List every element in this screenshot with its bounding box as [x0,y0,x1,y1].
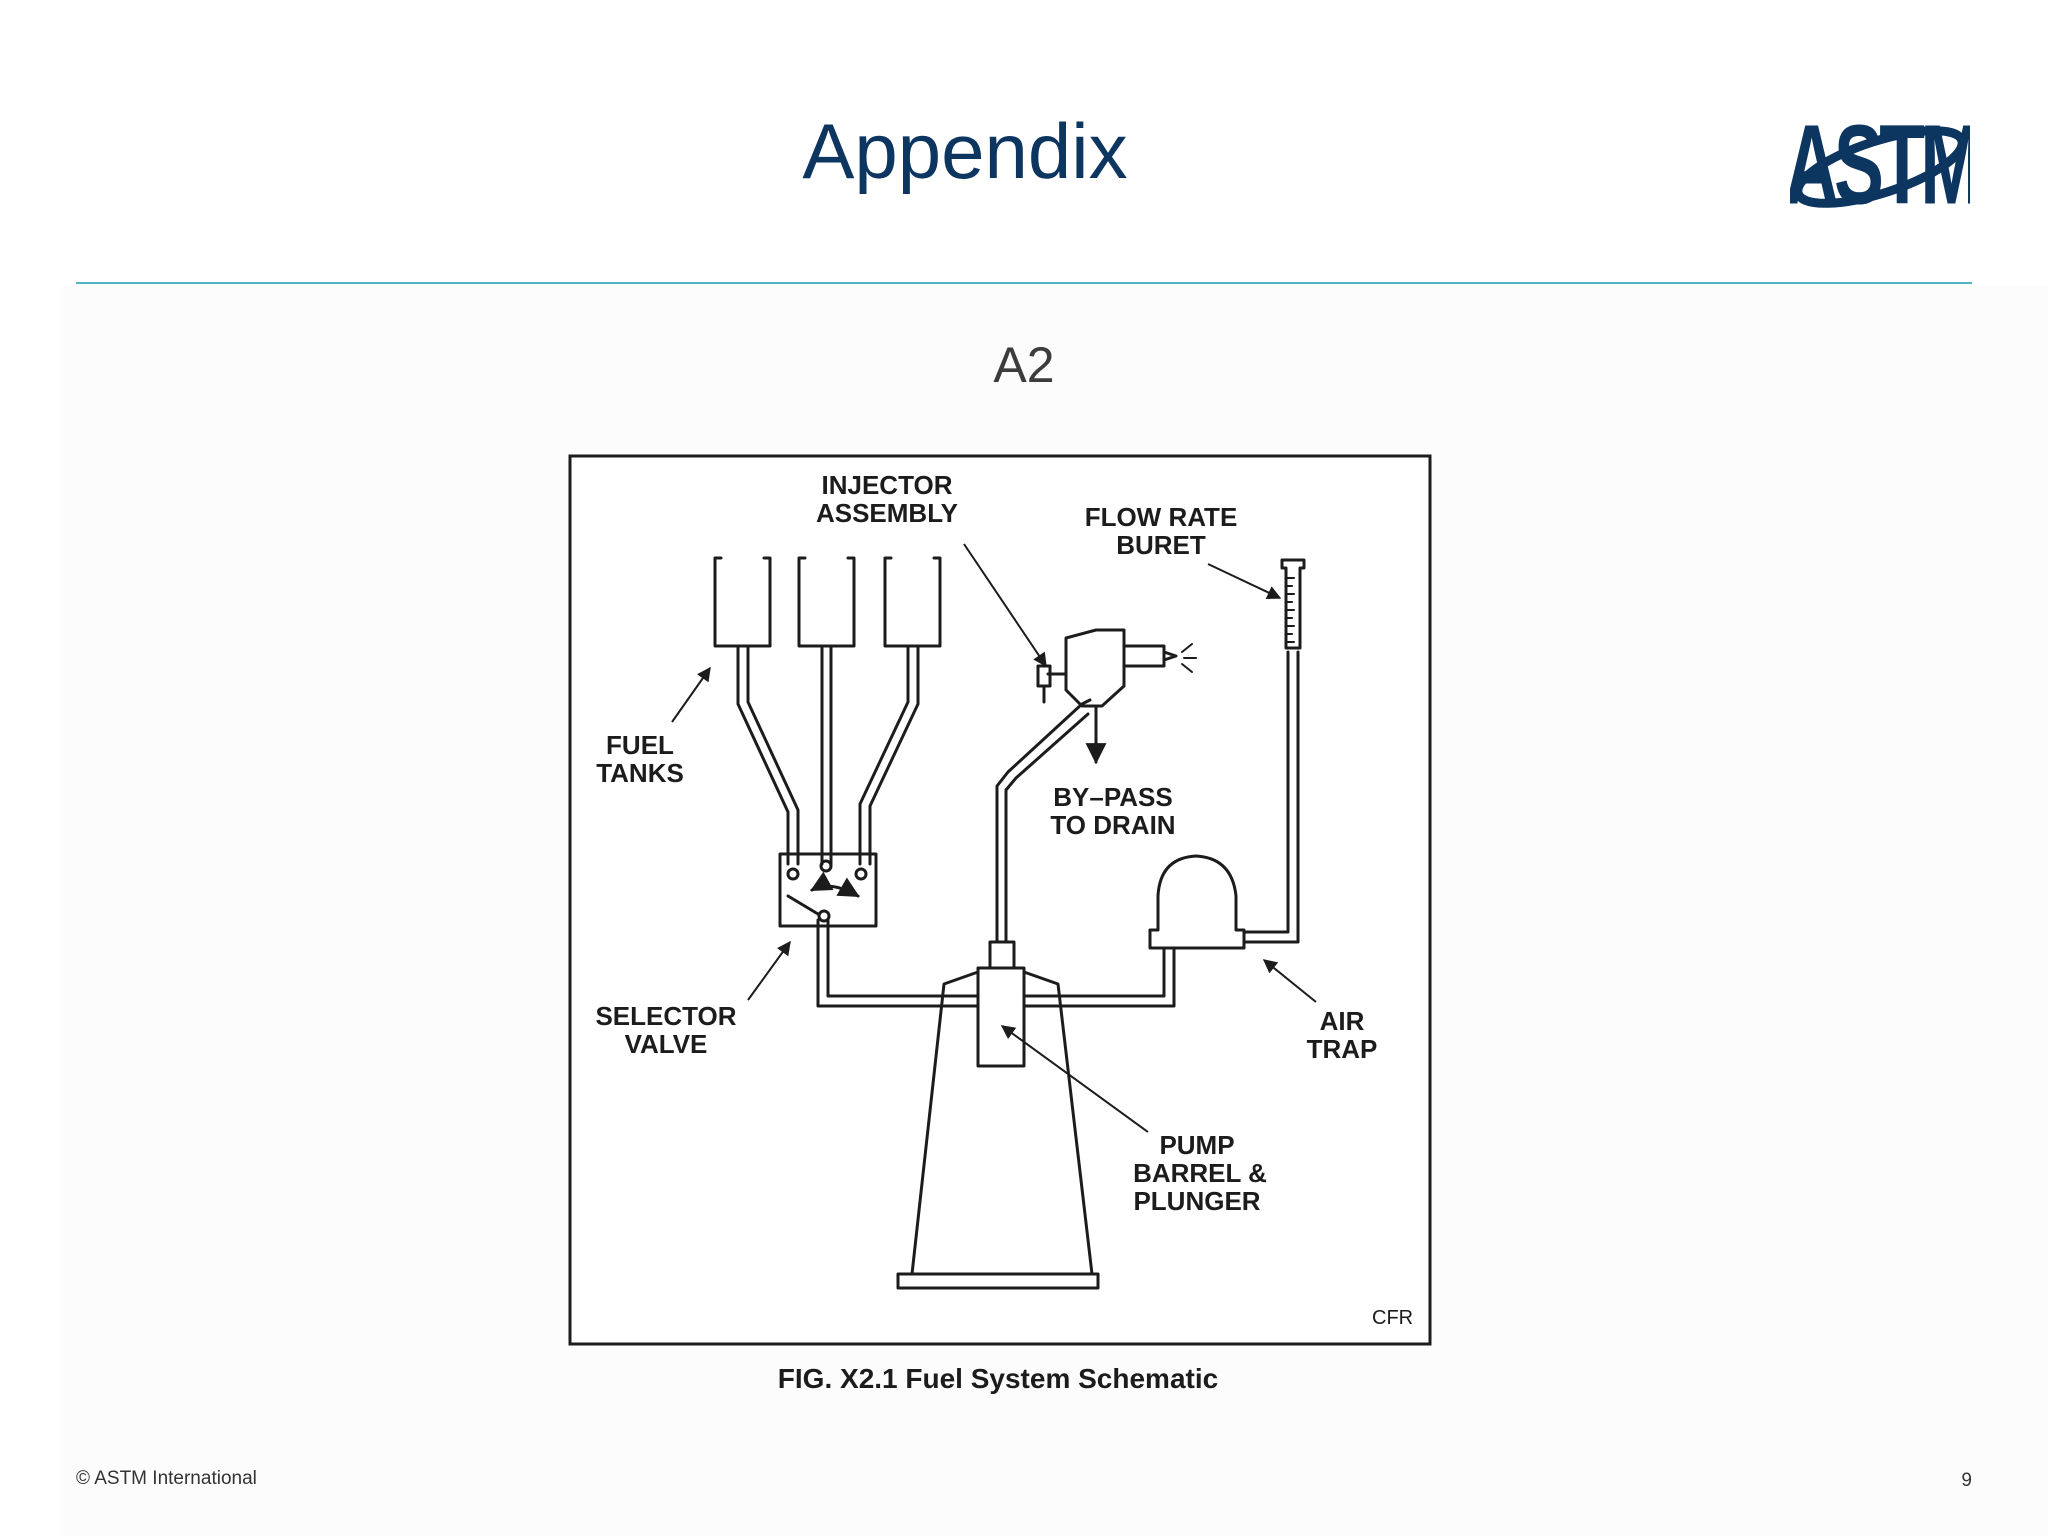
logo-text: ASTM [1790,102,1970,228]
header-rule [76,282,1972,284]
label-injector-line1: INJECTOR [822,470,953,500]
label-selector-line1: SELECTOR [595,1001,736,1031]
footer-copyright: © ASTM International [76,1468,257,1489]
astm-logo-icon: ASTM [1790,102,1970,228]
label-flow-line1: FLOW RATE [1085,502,1238,532]
section-label: A2 [993,337,1055,393]
label-fuel-line2: TANKS [596,758,684,788]
pump-base-plate [896,1272,1100,1290]
label-bypass-line2: TO DRAIN [1050,810,1175,840]
arrow-air-trap [1262,959,1317,1003]
label-flow-line2: BURET [1116,530,1206,560]
label-pump-line1: PUMP [1159,1130,1234,1160]
selector-to-pump-line [816,918,980,1008]
fuel-tank-middle [797,556,856,648]
spray-icon [1181,643,1197,673]
arrow-selector [747,940,791,1001]
label-selector-line2: VALVE [625,1029,708,1059]
arrow-buret [1207,563,1282,599]
slide-title: Appendix [802,107,1128,195]
selector-outlet [817,909,831,923]
pump-to-injector-line [995,698,1092,944]
arrow-pump [1000,1025,1149,1133]
pump-plunger-top [988,940,1016,970]
label-fuel-line1: FUEL [606,730,674,760]
label-bypass-line1: BY–PASS [1053,782,1172,812]
injector-body [1064,628,1126,708]
figure-credit: CFR [1372,1307,1413,1329]
fuel-tank-right [883,556,942,648]
tank-fuel-lines [736,644,920,866]
fuel-system-figure: INJECTOR ASSEMBLY FLOW RATE BURET FUEL T… [560,452,1440,1402]
figure-caption: FIG. X2.1 Fuel System Schematic [778,1363,1218,1394]
air-trap [1148,854,1246,950]
label-injector-line2: ASSEMBLY [816,498,958,528]
label-air-line1: AIR [1320,1006,1365,1036]
fuel-tank-left [713,556,772,648]
page-number: 9 [1961,1470,1972,1491]
selector-port-1 [786,867,800,881]
label-pump-line3: PLUNGER [1133,1186,1260,1216]
airtrap-to-buret-line [1242,650,1300,944]
injector-nozzle [1122,644,1166,668]
arrow-fuel-tanks [671,666,711,723]
selector-port-2 [819,859,833,873]
flow-rate-buret [1280,558,1306,650]
buret-graduations [1285,577,1295,643]
selector-handle [786,894,820,916]
selector-swing-arrow [810,871,860,898]
label-pump-line2: BARREL & [1133,1158,1267,1188]
label-air-line2: TRAP [1307,1034,1378,1064]
arrow-injector [963,543,1047,668]
pump-to-airtrap-line [1022,946,1176,1008]
fuel-system-schematic: INJECTOR ASSEMBLY FLOW RATE BURET FUEL T… [568,454,1432,1394]
